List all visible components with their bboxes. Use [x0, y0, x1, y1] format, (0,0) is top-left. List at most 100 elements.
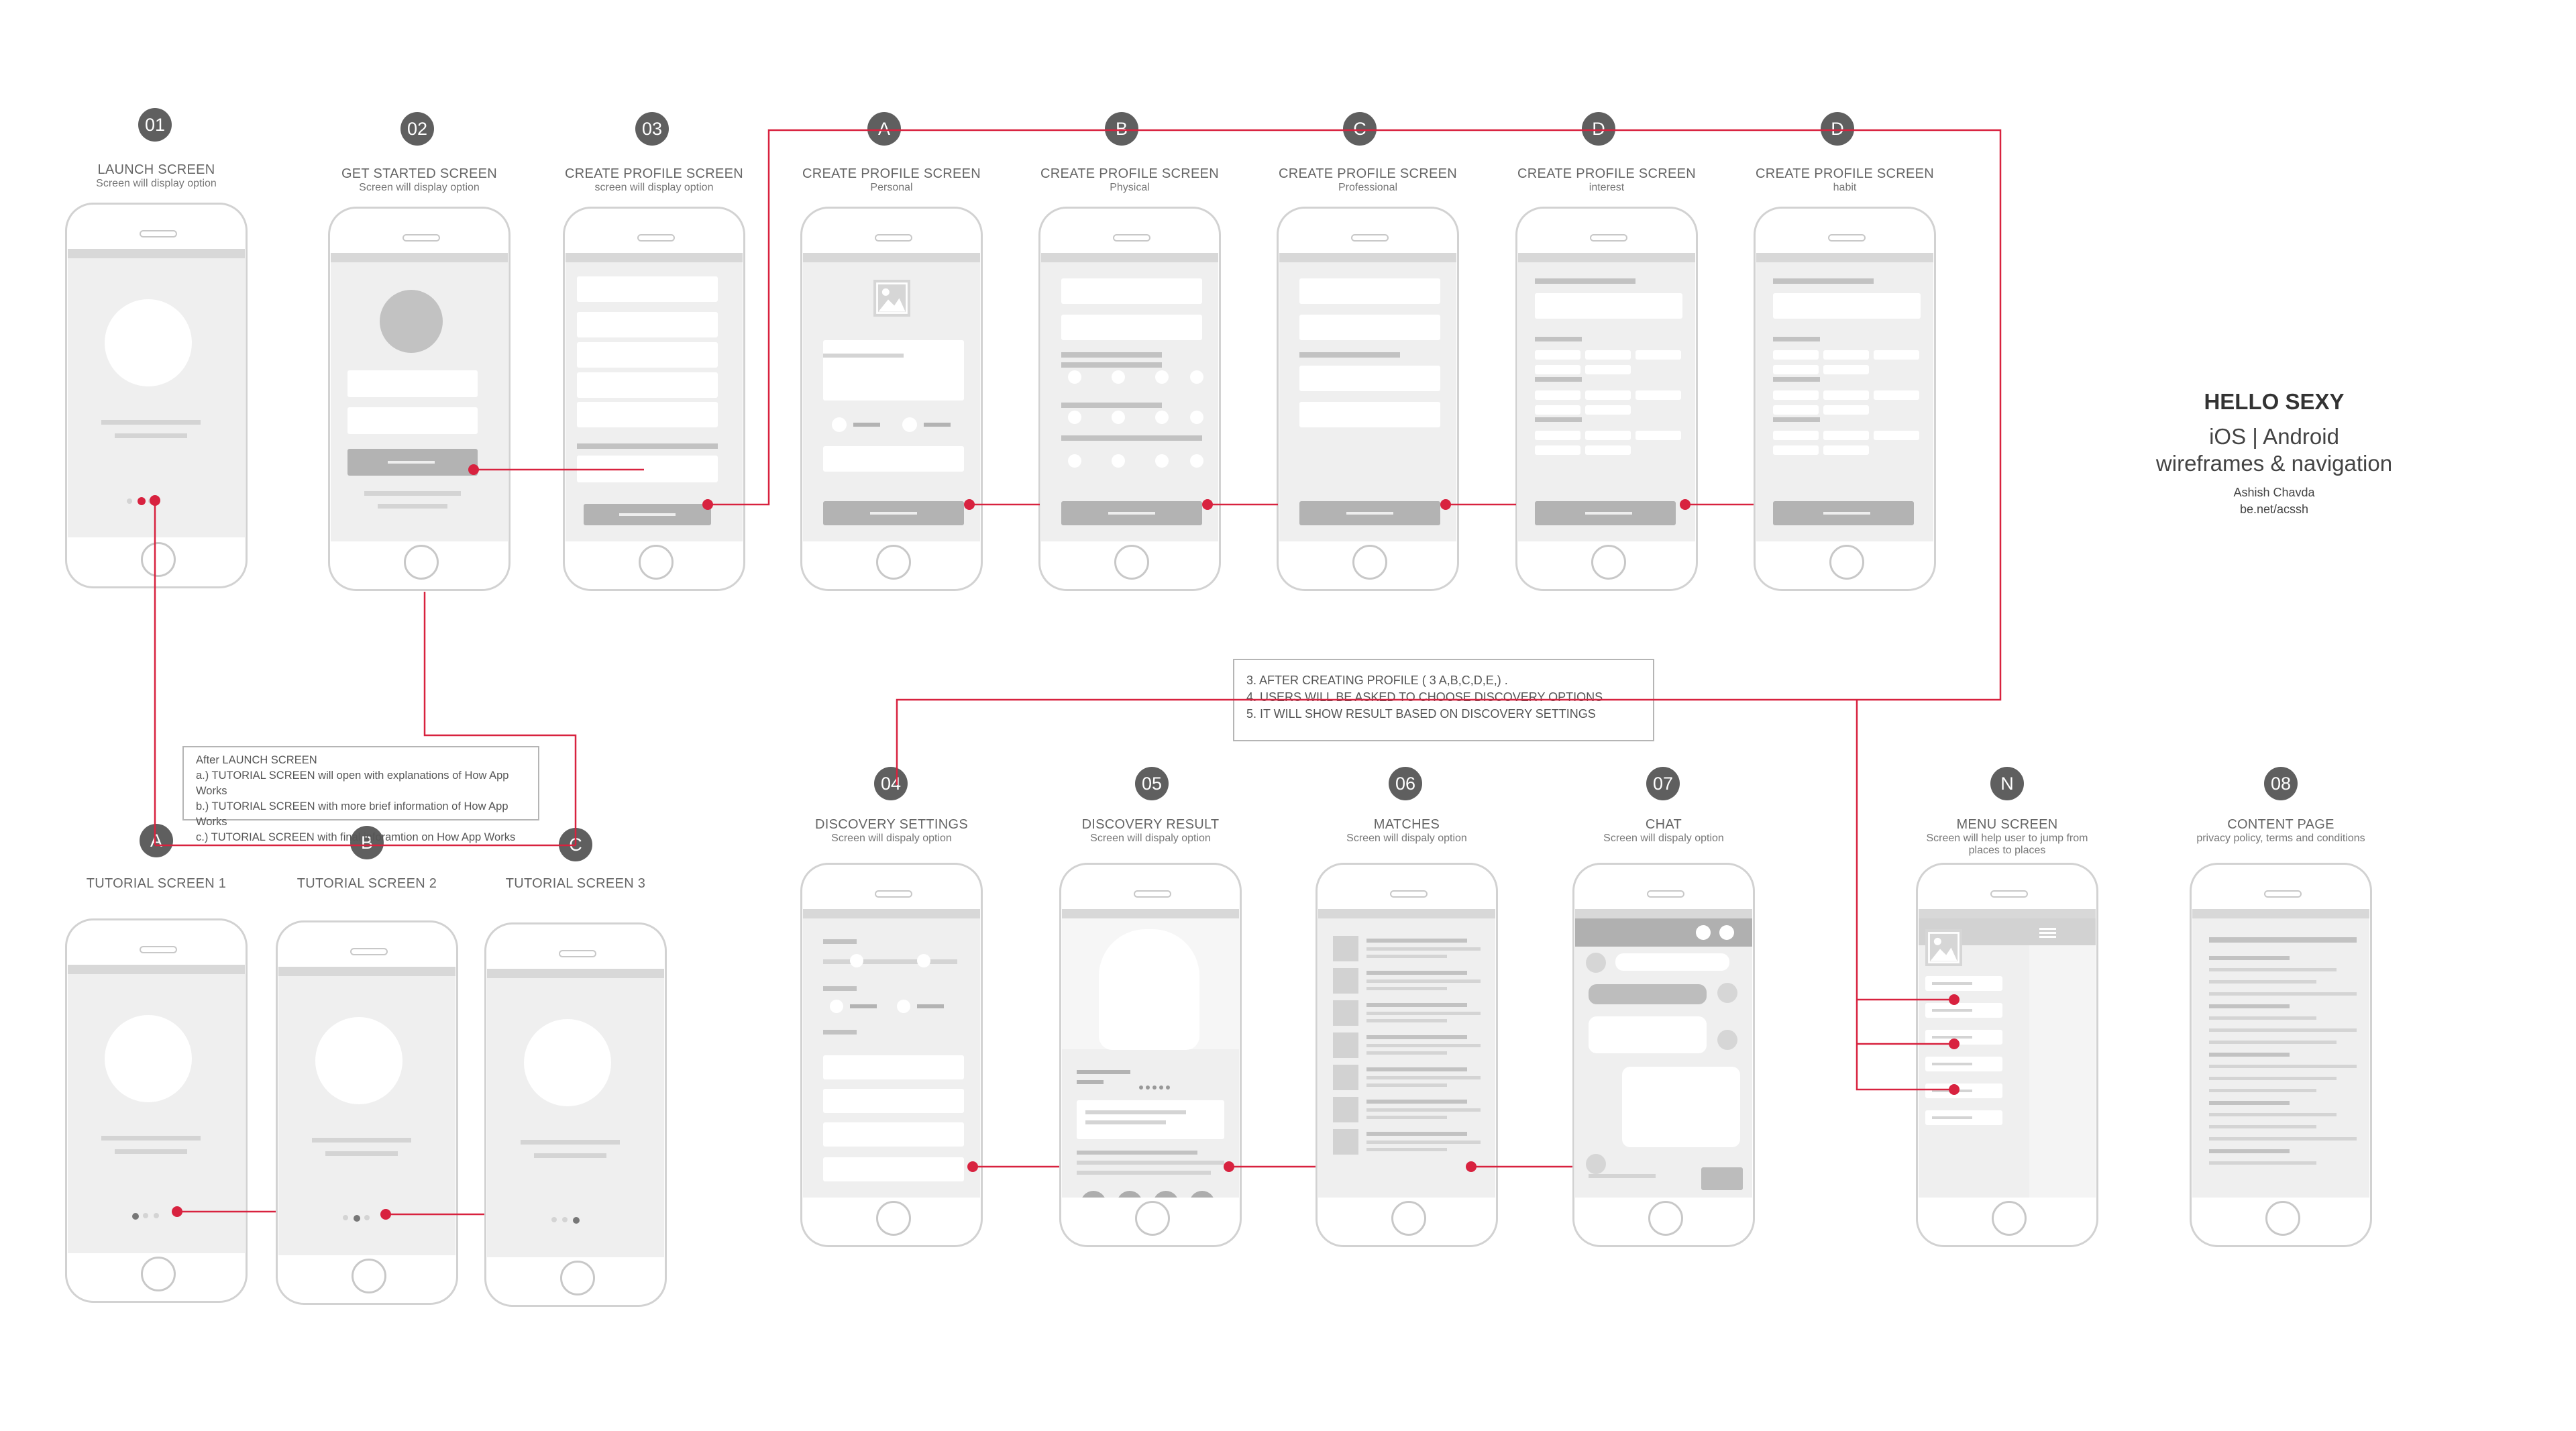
- tag-chip[interactable]: [1773, 445, 1819, 455]
- home-button-icon[interactable]: [352, 1259, 386, 1293]
- message-bubble[interactable]: [1615, 953, 1729, 971]
- text-field[interactable]: [1061, 278, 1202, 304]
- page-dot[interactable]: [127, 498, 132, 504]
- page-dot[interactable]: [343, 1215, 348, 1220]
- text-field[interactable]: [1299, 278, 1440, 304]
- page-dot[interactable]: [1166, 1085, 1170, 1090]
- home-button-icon[interactable]: [639, 545, 674, 580]
- text-field[interactable]: [1061, 315, 1202, 340]
- page-dot[interactable]: [1139, 1085, 1143, 1090]
- page-dot[interactable]: [562, 1217, 568, 1222]
- radio[interactable]: [830, 1000, 843, 1013]
- tag-chip[interactable]: [1585, 350, 1631, 360]
- option-dot[interactable]: [1068, 370, 1081, 384]
- tag-chip[interactable]: [1823, 431, 1869, 440]
- text-field[interactable]: [823, 446, 964, 472]
- tag-chip[interactable]: [1535, 445, 1580, 455]
- tag-chip[interactable]: [1823, 350, 1869, 360]
- option-dot[interactable]: [1190, 454, 1203, 468]
- text-field[interactable]: [1535, 293, 1682, 319]
- text-field[interactable]: [823, 1055, 964, 1079]
- tag-chip[interactable]: [1535, 390, 1580, 400]
- text-field[interactable]: [347, 407, 478, 434]
- text-field[interactable]: [1299, 315, 1440, 340]
- tag-chip[interactable]: [1823, 365, 1869, 374]
- text-field[interactable]: [823, 1122, 964, 1147]
- home-button-icon[interactable]: [141, 1257, 176, 1291]
- text-field[interactable]: [577, 276, 718, 302]
- option-dot[interactable]: [1155, 454, 1169, 468]
- text-field[interactable]: [1299, 366, 1440, 391]
- page-dot[interactable]: [1152, 1085, 1157, 1090]
- tag-chip[interactable]: [1773, 405, 1819, 415]
- home-button-icon[interactable]: [1648, 1201, 1683, 1236]
- page-dot[interactable]: [1146, 1085, 1150, 1090]
- page-dot[interactable]: [143, 1213, 148, 1218]
- message-bubble[interactable]: [1589, 984, 1707, 1004]
- tag-chip[interactable]: [1874, 350, 1919, 360]
- option-dot[interactable]: [1068, 454, 1081, 468]
- home-button-icon[interactable]: [876, 545, 911, 580]
- option-dot[interactable]: [1155, 370, 1169, 384]
- tag-chip[interactable]: [1773, 365, 1819, 374]
- tag-chip[interactable]: [1874, 390, 1919, 400]
- tag-chip[interactable]: [1823, 445, 1869, 455]
- page-dot[interactable]: [364, 1215, 370, 1220]
- tag-chip[interactable]: [1874, 431, 1919, 440]
- page-dot[interactable]: [1159, 1085, 1163, 1090]
- home-button-icon[interactable]: [1114, 545, 1149, 580]
- message-bubble[interactable]: [1589, 1016, 1707, 1053]
- home-button-icon[interactable]: [2265, 1201, 2300, 1236]
- profile-photo[interactable]: [1099, 929, 1199, 1050]
- home-button-icon[interactable]: [1135, 1201, 1170, 1236]
- tag-chip[interactable]: [1773, 390, 1819, 400]
- text-field[interactable]: [577, 402, 718, 427]
- tag-chip[interactable]: [1585, 445, 1631, 455]
- text-field[interactable]: [1299, 402, 1440, 427]
- home-button-icon[interactable]: [1352, 545, 1387, 580]
- option-dot[interactable]: [1155, 411, 1169, 424]
- tag-chip[interactable]: [1535, 431, 1580, 440]
- tag-chip[interactable]: [1823, 390, 1869, 400]
- slider-handle[interactable]: [917, 954, 930, 967]
- action-button[interactable]: [1153, 1191, 1179, 1198]
- text-field[interactable]: [577, 342, 718, 368]
- tag-chip[interactable]: [1635, 390, 1681, 400]
- page-dot[interactable]: [551, 1217, 557, 1222]
- page-dot[interactable]: [154, 1213, 159, 1218]
- home-button-icon[interactable]: [404, 545, 439, 580]
- header-icon[interactable]: [1719, 925, 1734, 940]
- option-dot[interactable]: [1112, 411, 1125, 424]
- tag-chip[interactable]: [1585, 405, 1631, 415]
- home-button-icon[interactable]: [1391, 1201, 1426, 1236]
- message-bubble[interactable]: [1622, 1067, 1740, 1147]
- option-dot[interactable]: [1190, 370, 1203, 384]
- action-button[interactable]: [1189, 1191, 1215, 1198]
- tag-chip[interactable]: [1635, 350, 1681, 360]
- tag-chip[interactable]: [1585, 431, 1631, 440]
- text-field[interactable]: [1773, 293, 1921, 319]
- option-dot[interactable]: [1112, 370, 1125, 384]
- page-dot-active[interactable]: [138, 497, 146, 505]
- home-button-icon[interactable]: [560, 1261, 595, 1295]
- tag-chip[interactable]: [1535, 405, 1580, 415]
- profile-card[interactable]: [1077, 1100, 1224, 1139]
- radio[interactable]: [897, 1000, 910, 1013]
- text-field[interactable]: [577, 456, 718, 482]
- action-button[interactable]: [1081, 1191, 1106, 1198]
- tag-chip[interactable]: [1585, 390, 1631, 400]
- page-dot[interactable]: [354, 1215, 360, 1222]
- text-field[interactable]: [577, 372, 718, 398]
- tag-chip[interactable]: [1773, 431, 1819, 440]
- tag-chip[interactable]: [1535, 365, 1580, 374]
- tag-chip[interactable]: [1535, 350, 1580, 360]
- page-dot[interactable]: [148, 498, 154, 504]
- option-dot[interactable]: [1112, 454, 1125, 468]
- tag-chip[interactable]: [1635, 431, 1681, 440]
- slider-handle[interactable]: [850, 954, 863, 967]
- page-dot[interactable]: [573, 1217, 580, 1224]
- home-button-icon[interactable]: [876, 1201, 911, 1236]
- home-button-icon[interactable]: [141, 542, 176, 577]
- text-area[interactable]: [823, 340, 964, 401]
- radio[interactable]: [902, 417, 917, 432]
